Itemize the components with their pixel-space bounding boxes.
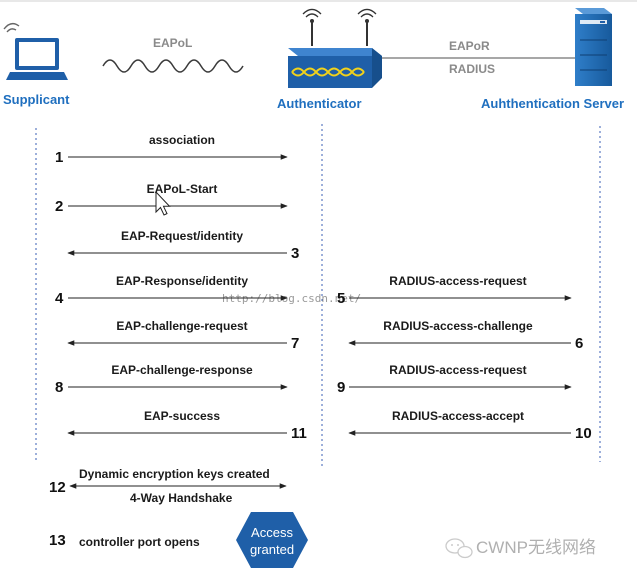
step-number-7: 7 — [291, 335, 299, 352]
eapol-label: EAPoL — [153, 36, 192, 50]
eapol-wave — [102, 59, 244, 73]
brand-text: CWNP无线网络 — [476, 538, 596, 557]
step-number-6: 6 — [575, 335, 583, 352]
step-number-8: 8 — [55, 379, 63, 396]
access-granted-badge: Access granted — [236, 512, 308, 568]
step-label-7: EAP-challenge-request — [116, 319, 247, 333]
server-label: Auhthentication Server — [481, 96, 624, 111]
step-label-5: RADIUS-access-request — [389, 274, 526, 288]
port-opens-label: controller port opens — [79, 535, 200, 549]
access-badge-line1: Access — [251, 525, 293, 540]
step-label-6: RADIUS-access-challenge — [383, 319, 533, 333]
step-label-2: EAPoL-Start — [147, 182, 218, 196]
step-number-12: 12 — [49, 479, 66, 496]
brand-watermark: CWNP无线网络 — [445, 538, 596, 559]
step-label-8: EAP-challenge-response — [111, 363, 253, 377]
step-number-11: 11 — [291, 425, 307, 442]
step-number-3: 3 — [291, 245, 299, 262]
step-label-10: RADIUS-access-accept — [392, 409, 524, 423]
supplicant-label: Supplicant — [3, 92, 70, 107]
router-icon — [288, 8, 382, 88]
access-badge-line2: granted — [250, 542, 294, 557]
radius-label: RADIUS — [449, 62, 495, 76]
step-label-9: RADIUS-access-request — [389, 363, 526, 377]
watermark-text: http://blog.csdn.net/ — [222, 292, 361, 305]
handshake-keys-label: Dynamic encryption keys created — [79, 467, 270, 481]
step-number-2: 2 — [55, 198, 63, 215]
step-label-1: association — [149, 133, 215, 147]
authenticator-label: Authenticator — [277, 96, 362, 111]
step-label-11: EAP-success — [144, 409, 220, 423]
eapor-label: EAPoR — [449, 39, 490, 53]
laptop-icon — [3, 22, 68, 80]
step-number-13: 13 — [49, 532, 66, 549]
step-number-10: 10 — [575, 425, 592, 442]
step-number-5: 5 — [337, 290, 345, 307]
step-number-4: 4 — [55, 290, 64, 307]
handshake-label: 4-Way Handshake — [130, 491, 233, 505]
server-icon — [575, 8, 612, 86]
step-label-4: EAP-Response/identity — [116, 274, 248, 288]
step-number-1: 1 — [55, 149, 63, 166]
step-number-9: 9 — [337, 379, 345, 396]
wechat-icon — [445, 538, 473, 559]
mouse-cursor-icon — [155, 190, 171, 216]
step-label-3: EAP-Request/identity — [121, 229, 243, 243]
